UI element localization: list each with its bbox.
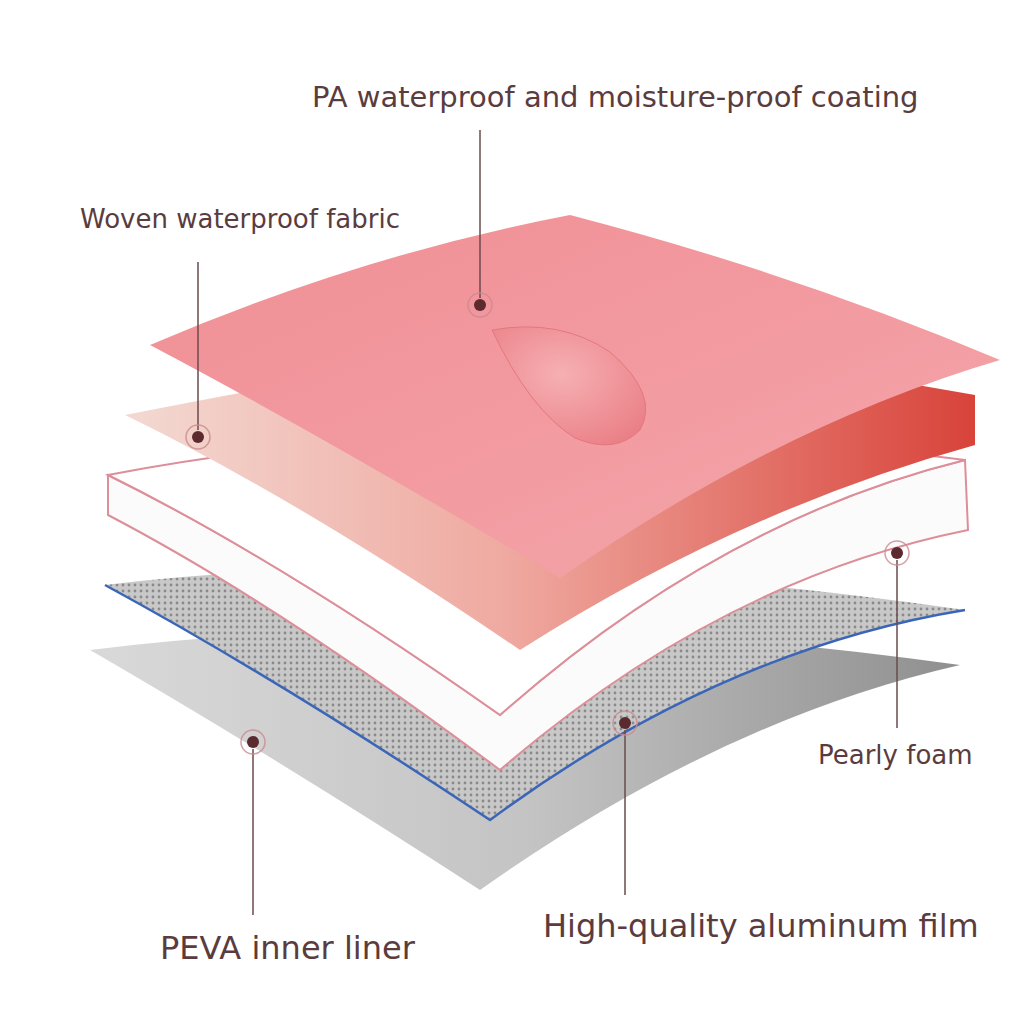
layer-label: Pearly foam [818, 740, 973, 771]
layer-label: High-quality aluminum film [543, 907, 979, 945]
layer-label: Woven waterproof fabric [80, 204, 400, 235]
layer-label: PEVA inner liner [160, 929, 415, 967]
layer-label: PA waterproof and moisture-proof coating [312, 80, 918, 115]
